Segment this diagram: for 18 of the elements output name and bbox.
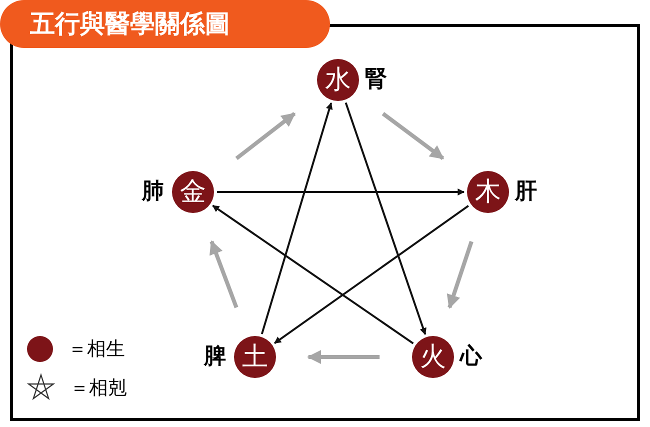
arrow bbox=[217, 188, 465, 196]
title-tab: 五行與醫學關係圖 bbox=[0, 0, 330, 48]
arrow bbox=[307, 350, 380, 364]
organ-label: 脾 bbox=[204, 346, 226, 368]
arrow bbox=[209, 240, 238, 308]
organ-label: 肝 bbox=[515, 181, 537, 203]
arrow bbox=[212, 204, 414, 344]
arrow bbox=[446, 240, 474, 309]
legend-label: ＝相生 bbox=[68, 337, 125, 362]
legend-label: ＝相剋 bbox=[70, 376, 127, 401]
organ-label: 腎 bbox=[365, 69, 387, 91]
arrow bbox=[344, 102, 426, 335]
arrow bbox=[274, 205, 469, 344]
arrow bbox=[382, 112, 444, 160]
organ-label: 肺 bbox=[142, 181, 164, 203]
arrow bbox=[260, 102, 333, 334]
organ-label: 心 bbox=[460, 346, 482, 368]
arrow bbox=[235, 112, 296, 160]
